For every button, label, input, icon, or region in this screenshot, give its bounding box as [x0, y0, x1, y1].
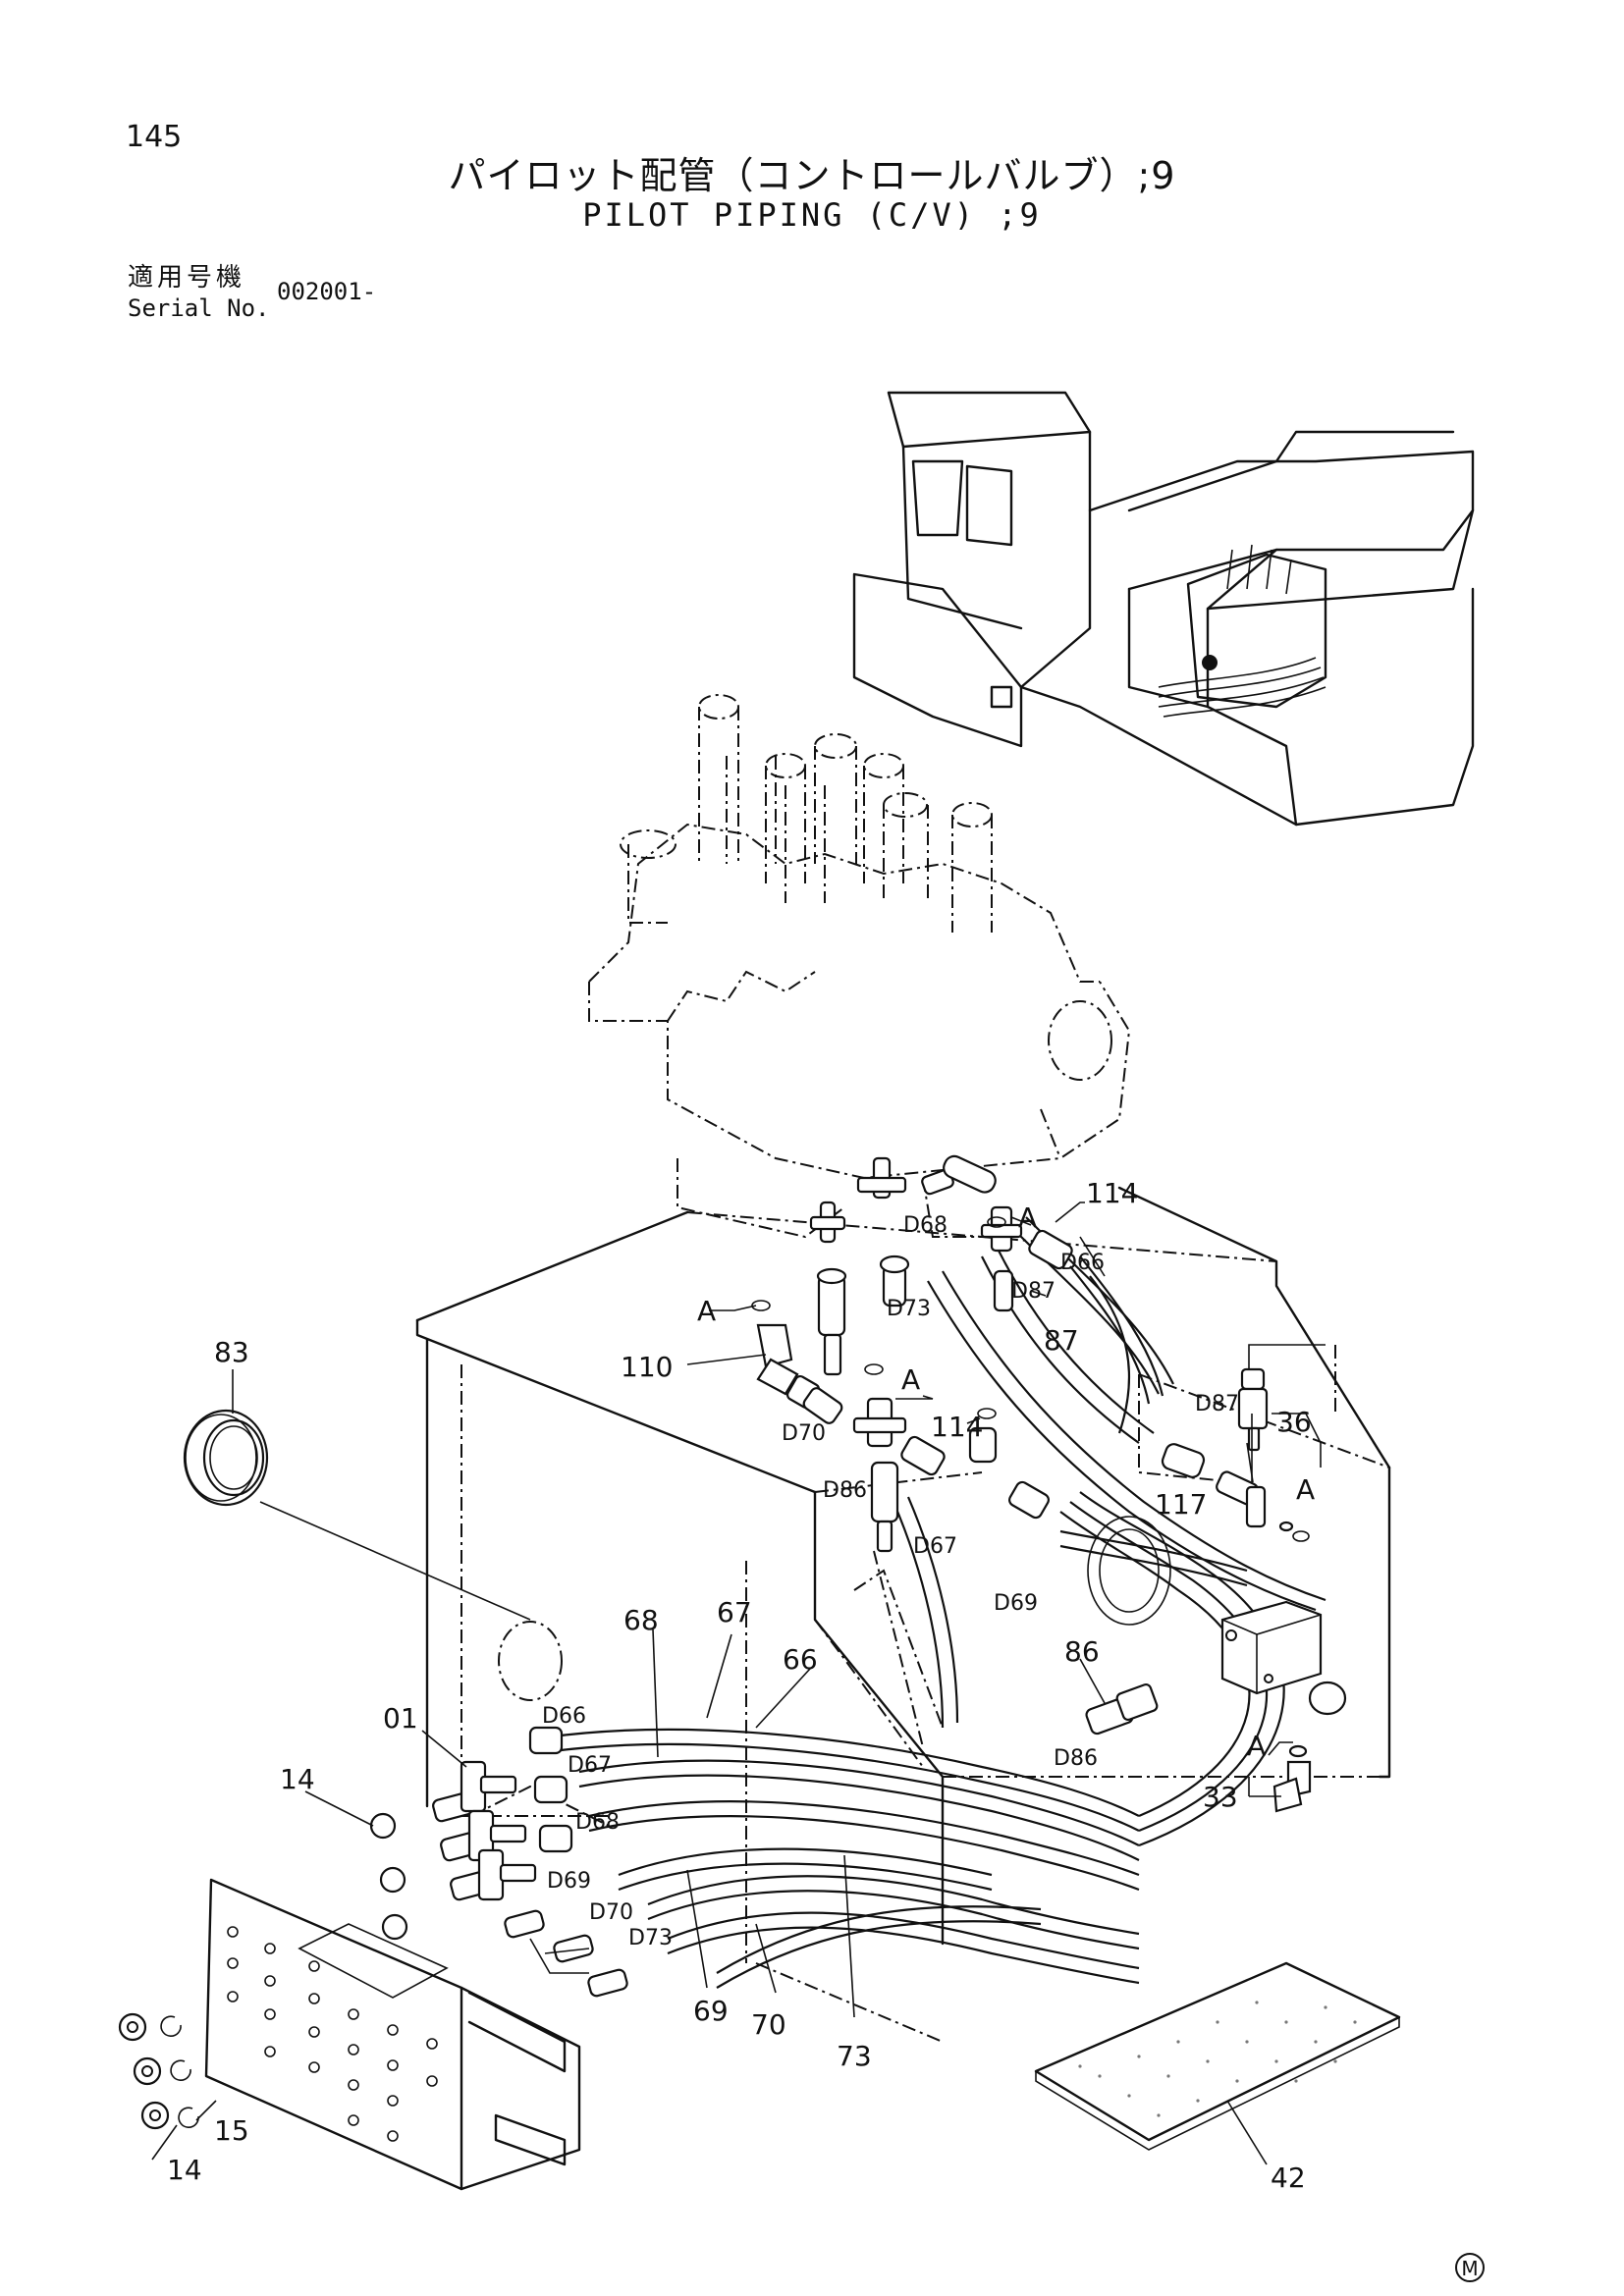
- m-mark-letter: M: [1461, 2257, 1478, 2280]
- hose-end-d69-upper: D69: [994, 1591, 1038, 1616]
- callout-33: 33: [1203, 1781, 1238, 1813]
- callout-67: 67: [717, 1596, 752, 1629]
- hose-end-d87-right: D87: [1195, 1392, 1239, 1416]
- callout-14-upper: 14: [280, 1763, 315, 1795]
- callout-42: 42: [1271, 2162, 1306, 2194]
- page-title-english: PILOT PIPING (C/V) ;9: [582, 196, 1042, 234]
- machine-overview-inset: [852, 391, 1475, 827]
- callout-14-lower: 14: [167, 2154, 202, 2186]
- callout-117: 117: [1155, 1488, 1207, 1521]
- hose-end-d73-upper: D73: [887, 1297, 931, 1321]
- callout-114-upper: 114: [1086, 1177, 1138, 1209]
- hose-end-d68-lower: D68: [575, 1810, 620, 1835]
- hose-end-d68-upper: D68: [903, 1213, 947, 1238]
- callout-labels: 83 110 114 114 87 36 117 86 33 68 67 66 …: [167, 1177, 1315, 2194]
- hose-end-d70-upper: D70: [782, 1421, 826, 1446]
- callout-83: 83: [214, 1336, 249, 1368]
- arrow-a-110: A: [697, 1295, 716, 1327]
- bracket-plate: [204, 1878, 581, 2191]
- callout-114-lower: 114: [931, 1411, 983, 1443]
- m-mark-symbol: M: [1455, 2253, 1485, 2282]
- hose-end-d70-lower: D70: [589, 1900, 633, 1925]
- pilot-hoses: [544, 1216, 1326, 1989]
- mat-42: [1034, 1961, 1401, 2151]
- page-title-japanese: パイロット配管（コントロールバルブ）;9: [448, 154, 1176, 197]
- hose-end-d73-lower: D73: [628, 1926, 673, 1950]
- hose-end-d87-upper: D87: [1011, 1279, 1056, 1304]
- hose-end-d69-lower: D69: [547, 1869, 591, 1894]
- callout-66: 66: [783, 1643, 818, 1676]
- arrow-a-33: A: [1247, 1730, 1266, 1762]
- hose-end-d66-lower: D66: [542, 1704, 586, 1729]
- serial-label-english: Serial No.: [128, 294, 270, 322]
- arrow-a-114-lower: A: [901, 1363, 920, 1396]
- hose-end-d67-lower: D67: [568, 1753, 612, 1778]
- callout-01: 01: [383, 1702, 418, 1735]
- fittings-group: [118, 1154, 1347, 2130]
- page-number: 145: [126, 120, 183, 154]
- callout-15: 15: [214, 2114, 249, 2147]
- callout-36: 36: [1276, 1406, 1312, 1438]
- serial-label-japanese: 適用号機: [128, 263, 246, 293]
- control-valve-outline: [588, 694, 1131, 1239]
- callout-86: 86: [1064, 1635, 1100, 1668]
- arrow-a-114-upper: A: [1018, 1201, 1037, 1234]
- serial-number-value: 002001-: [277, 278, 377, 305]
- callout-110: 110: [621, 1351, 673, 1383]
- callout-68: 68: [623, 1604, 659, 1636]
- callout-87: 87: [1044, 1324, 1079, 1357]
- arrow-a-36: A: [1296, 1473, 1315, 1506]
- leader-lines: [151, 1201, 1326, 2165]
- hose-end-d67-upper: D67: [913, 1534, 957, 1559]
- hose-end-d86-upper: D86: [823, 1478, 867, 1503]
- callout-69: 69: [693, 1995, 729, 2027]
- callout-70: 70: [751, 2008, 786, 2041]
- hose-end-d66-upper: D66: [1060, 1251, 1105, 1275]
- callout-73: 73: [837, 2040, 872, 2072]
- hose-end-d86-right: D86: [1054, 1746, 1098, 1771]
